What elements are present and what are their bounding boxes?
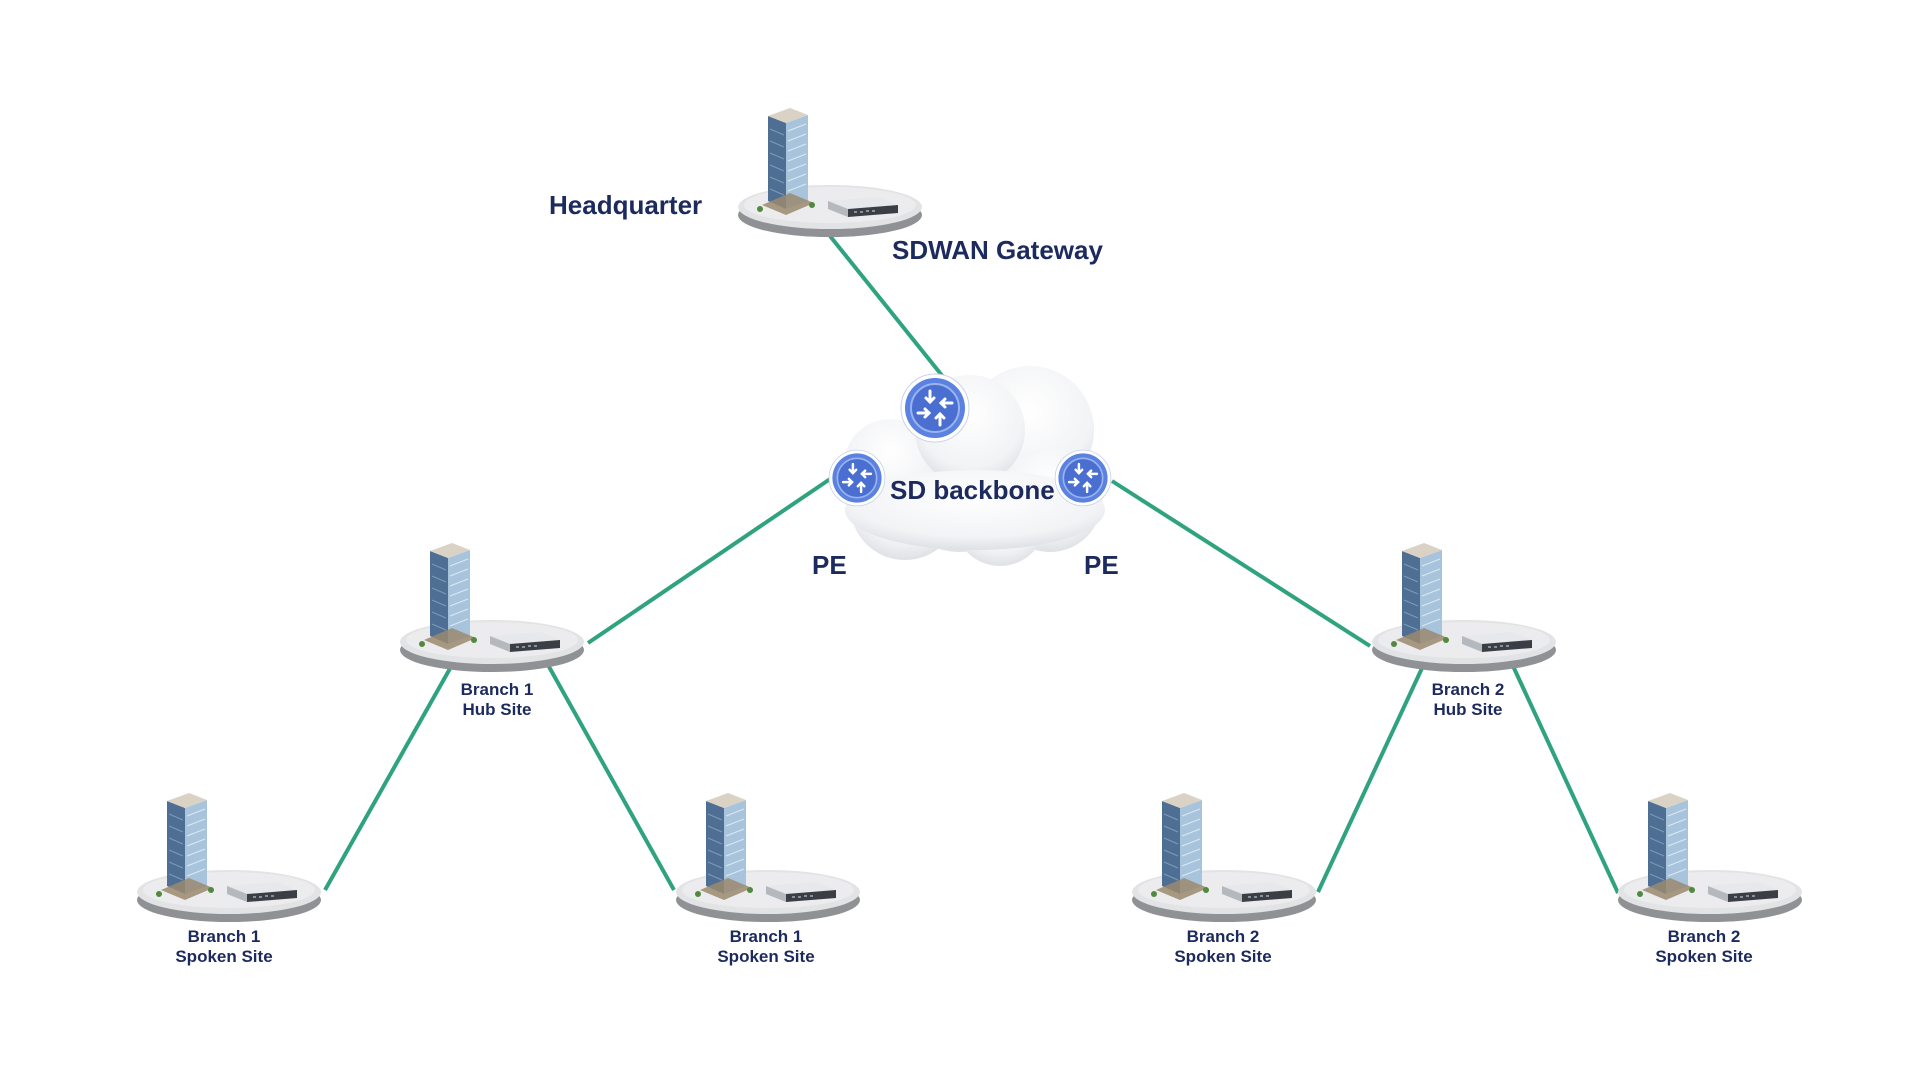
branch1-spoke-b-line1: Branch 1 — [729, 927, 803, 946]
branch1-spoke-b-line2: Spoken Site — [717, 947, 815, 966]
site-branch1-hub — [400, 542, 584, 672]
branch2-hub-label: Branch 2 Hub Site — [1408, 680, 1528, 720]
pe-left-label: PE — [812, 550, 847, 580]
link-branch1-hub-to-spoke-b — [546, 664, 676, 891]
branch1-spoke-a-line1: Branch 1 — [187, 927, 261, 946]
branch2-spoke-a-label: Branch 2 Spoken Site — [1163, 927, 1283, 967]
router-icon — [827, 448, 887, 508]
headquarter-label: Headquarter — [549, 190, 703, 220]
link-hq-to-backbone — [828, 234, 946, 380]
branch2-spoke-b-label: Branch 2 Spoken Site — [1644, 927, 1764, 967]
sdwan-gateway-label: SDWAN Gateway — [892, 235, 1103, 265]
link-branch2-hub-to-spoke-a — [1316, 665, 1425, 893]
site-branch2-hub — [1372, 542, 1556, 672]
branch2-spoke-a-line2: Spoken Site — [1174, 947, 1272, 966]
sd-backbone-label: SD backbone — [890, 475, 1055, 505]
link-pe-right-to-branch2-hub — [1110, 479, 1372, 648]
branch2-spoke-a-line1: Branch 2 — [1186, 927, 1260, 946]
site-branch2-spoke-a — [1132, 792, 1316, 922]
branch1-spoke-a-label: Branch 1 Spoken Site — [164, 927, 284, 967]
branch1-hub-label: Branch 1 Hub Site — [437, 680, 557, 720]
router-icon — [1053, 448, 1113, 508]
branch1-hub-line2: Hub Site — [462, 700, 532, 719]
site-headquarter — [738, 107, 922, 237]
branch2-hub-line2: Hub Site — [1433, 700, 1503, 719]
branch1-spoke-a-line2: Spoken Site — [175, 947, 273, 966]
branch2-spoke-b-line1: Branch 2 — [1667, 927, 1741, 946]
site-branch1-spoke-a — [137, 792, 321, 922]
branch1-spoke-b-label: Branch 1 Spoken Site — [706, 927, 826, 967]
branch2-spoke-b-line2: Spoken Site — [1655, 947, 1753, 966]
site-branch2-spoke-b — [1618, 792, 1802, 922]
link-branch2-hub-to-spoke-b — [1511, 665, 1620, 894]
router-icon — [899, 372, 971, 444]
link-pe-left-to-branch1-hub — [586, 473, 838, 645]
link-branch1-hub-to-spoke-a — [323, 664, 454, 891]
branch1-hub-line1: Branch 1 — [460, 680, 534, 699]
site-branch1-spoke-b — [676, 792, 860, 922]
pe-right-label: PE — [1084, 550, 1119, 580]
branch2-hub-line1: Branch 2 — [1431, 680, 1505, 699]
